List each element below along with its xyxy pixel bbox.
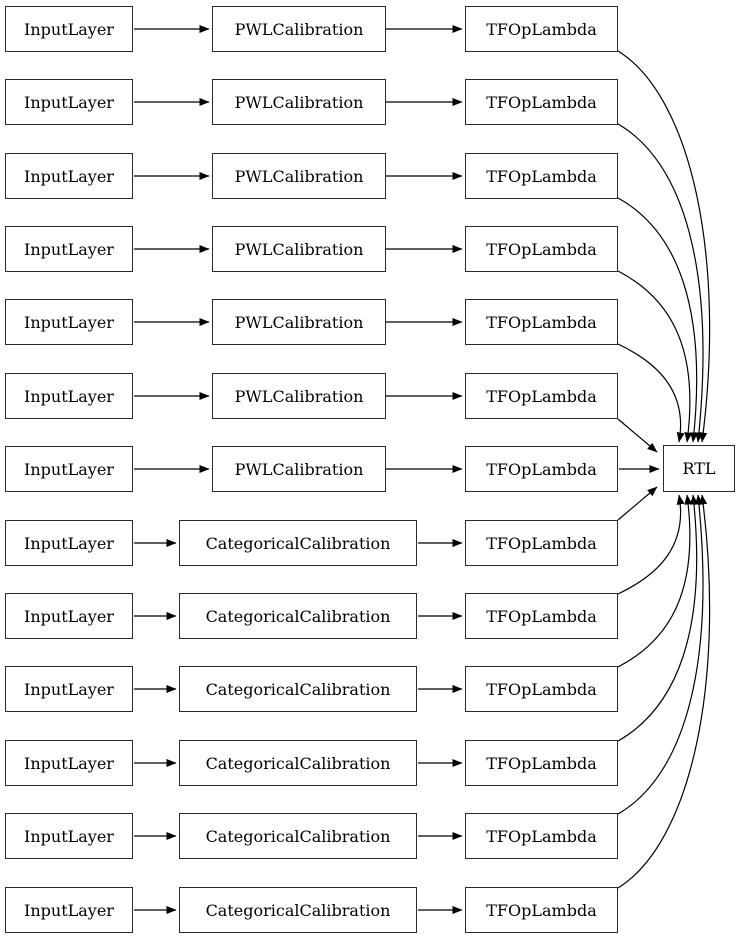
node-input-layer: InputLayer xyxy=(5,887,133,933)
diagram-row: InputLayer PWLCalibration TFOpLambda xyxy=(0,153,741,199)
edge-arrow xyxy=(617,50,711,443)
node-input-layer: InputLayer xyxy=(5,79,133,125)
node-calibration: PWLCalibration xyxy=(212,6,386,52)
diagram-row: InputLayer PWLCalibration TFOpLambda xyxy=(0,79,741,125)
node-tfop-lambda: TFOpLambda xyxy=(465,446,618,492)
node-tfop-lambda: TFOpLambda xyxy=(465,666,618,712)
diagram-row: InputLayer PWLCalibration TFOpLambda xyxy=(0,373,741,419)
edge-arrow xyxy=(617,418,658,453)
edge-arrow xyxy=(617,270,693,443)
diagram-row: InputLayer CategoricalCalibration TFOpLa… xyxy=(0,740,741,786)
node-tfop-lambda: TFOpLambda xyxy=(465,153,618,199)
diagram-row: InputLayer CategoricalCalibration TFOpLa… xyxy=(0,813,741,859)
node-calibration: PWLCalibration xyxy=(212,373,386,419)
node-tfop-lambda: TFOpLambda xyxy=(465,6,618,52)
edge-arrow xyxy=(617,494,711,889)
edge-arrow xyxy=(617,343,685,443)
node-input-layer: InputLayer xyxy=(5,153,133,199)
node-input-layer: InputLayer xyxy=(5,226,133,272)
diagram-row: InputLayer CategoricalCalibration TFOpLa… xyxy=(0,666,741,712)
node-tfop-lambda: TFOpLambda xyxy=(465,373,618,419)
diagram-row: InputLayer CategoricalCalibration TFOpLa… xyxy=(0,520,741,566)
node-tfop-lambda: TFOpLambda xyxy=(465,887,618,933)
node-tfop-lambda: TFOpLambda xyxy=(465,813,618,859)
edge-arrow xyxy=(617,494,693,668)
node-input-layer: InputLayer xyxy=(5,446,133,492)
diagram-row: InputLayer PWLCalibration TFOpLambda xyxy=(0,6,741,52)
edge-arrow xyxy=(617,486,658,521)
edge-arrow xyxy=(617,123,704,443)
node-calibration: PWLCalibration xyxy=(212,153,386,199)
node-input-layer: InputLayer xyxy=(5,740,133,786)
node-input-layer: InputLayer xyxy=(5,6,133,52)
node-calibration: PWLCalibration xyxy=(212,226,386,272)
node-input-layer: InputLayer xyxy=(5,520,133,566)
node-input-layer: InputLayer xyxy=(5,666,133,712)
node-calibration: CategoricalCalibration xyxy=(179,593,417,639)
diagram-row: InputLayer CategoricalCalibration TFOpLa… xyxy=(0,887,741,933)
edge-arrow xyxy=(617,494,685,595)
node-calibration: PWLCalibration xyxy=(212,79,386,125)
edge-arrow xyxy=(617,494,699,742)
node-calibration: CategoricalCalibration xyxy=(179,520,417,566)
node-tfop-lambda: TFOpLambda xyxy=(465,593,618,639)
node-calibration: CategoricalCalibration xyxy=(179,740,417,786)
node-input-layer: InputLayer xyxy=(5,593,133,639)
edge-arrow xyxy=(617,197,699,443)
diagram-row: InputLayer PWLCalibration TFOpLambda xyxy=(0,446,741,492)
node-calibration: CategoricalCalibration xyxy=(179,813,417,859)
diagram-row: InputLayer CategoricalCalibration TFOpLa… xyxy=(0,593,741,639)
node-rtl-output: RTL xyxy=(663,445,735,492)
node-input-layer: InputLayer xyxy=(5,299,133,345)
node-input-layer: InputLayer xyxy=(5,813,133,859)
node-tfop-lambda: TFOpLambda xyxy=(465,299,618,345)
node-calibration: PWLCalibration xyxy=(212,299,386,345)
node-calibration: CategoricalCalibration xyxy=(179,887,417,933)
node-tfop-lambda: TFOpLambda xyxy=(465,79,618,125)
node-tfop-lambda: TFOpLambda xyxy=(465,520,618,566)
diagram-row: InputLayer PWLCalibration TFOpLambda xyxy=(0,299,741,345)
edge-arrow xyxy=(617,494,704,815)
node-tfop-lambda: TFOpLambda xyxy=(465,226,618,272)
node-input-layer: InputLayer xyxy=(5,373,133,419)
node-tfop-lambda: TFOpLambda xyxy=(465,740,618,786)
node-calibration: PWLCalibration xyxy=(212,446,386,492)
node-calibration: CategoricalCalibration xyxy=(179,666,417,712)
diagram-row: InputLayer PWLCalibration TFOpLambda xyxy=(0,226,741,272)
